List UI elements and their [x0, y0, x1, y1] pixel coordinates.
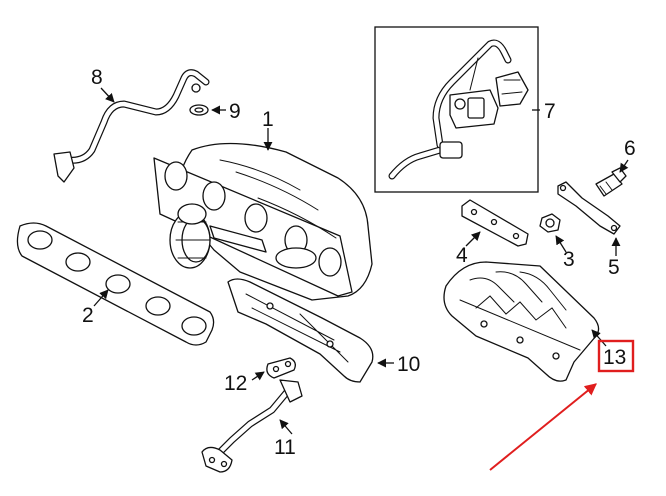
leader-line-6: [619, 159, 629, 173]
red-pointer-arrow: [489, 383, 597, 471]
part-8-hose: [53, 69, 210, 183]
inset-box-part-7: [374, 26, 539, 193]
callout-8[interactable]: 8: [91, 66, 103, 89]
callout-2[interactable]: 2: [82, 304, 94, 327]
part-5-bracket-strap: [557, 181, 621, 235]
part-12-gasket: [266, 357, 296, 379]
leader-line-2: [93, 289, 109, 307]
part-1-turbo-manifold: [153, 142, 373, 301]
part-9-washer: [189, 104, 209, 116]
turbo-housing: [169, 203, 317, 269]
callout-6[interactable]: 6: [624, 137, 636, 160]
callout-11[interactable]: 11: [274, 436, 296, 459]
leader-line-8: [100, 87, 115, 103]
callout-5[interactable]: 5: [608, 256, 620, 279]
callout-12[interactable]: 12: [224, 372, 247, 395]
callout-1[interactable]: 1: [262, 108, 274, 131]
part-4-bracket: [461, 199, 529, 247]
highlight-box-13: [597, 339, 635, 373]
callout-10[interactable]: 10: [397, 353, 420, 376]
part-6-stud: [595, 167, 627, 197]
part-10-heat-shield: [227, 278, 374, 383]
callout-13[interactable]: 13: [603, 346, 626, 369]
callout-9[interactable]: 9: [229, 100, 241, 123]
leader-line-3: [555, 235, 567, 253]
callout-4[interactable]: 4: [456, 244, 468, 267]
callout-3[interactable]: 3: [563, 248, 575, 271]
leader-line-11: [279, 419, 293, 435]
manifold-flange-ports: [164, 161, 342, 277]
part-13-heat-shield: [443, 261, 600, 382]
leader-line-13: [591, 329, 607, 347]
leader-line-12: [251, 371, 265, 381]
part-2-gasket: [16, 222, 215, 346]
part-11-oil-line: [201, 379, 303, 473]
part-3-nut: [539, 213, 561, 233]
leader-line-4: [465, 231, 481, 247]
callout-7[interactable]: 7: [544, 100, 556, 123]
